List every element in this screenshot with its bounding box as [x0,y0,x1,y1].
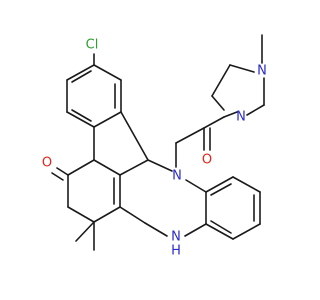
ring-nitrogen-label: N [172,169,182,184]
piperazine-nitrogen-amide-label: N [236,110,246,125]
cyclohexenone-ring [51,126,121,223]
amide-oxygen-label: O [202,153,212,168]
piperazine-ring [211,34,265,118]
acetyl-side-chain [175,116,225,168]
gem-dimethyl [75,221,95,251]
chlorine-label: Cl [86,38,99,53]
chemical-structure-drawing: Cl O O N N H N N [42,34,267,259]
diazepine-ring [119,111,207,237]
ketone-oxygen-label: O [42,156,52,171]
piperazine-nitrogen-top-label: N [257,64,267,79]
amine-nitrogen-label: N [171,230,181,245]
fused-benzene-ring [205,176,261,240]
amine-hydrogen-label: H [171,244,181,259]
chlorophenyl-ring [66,64,122,128]
